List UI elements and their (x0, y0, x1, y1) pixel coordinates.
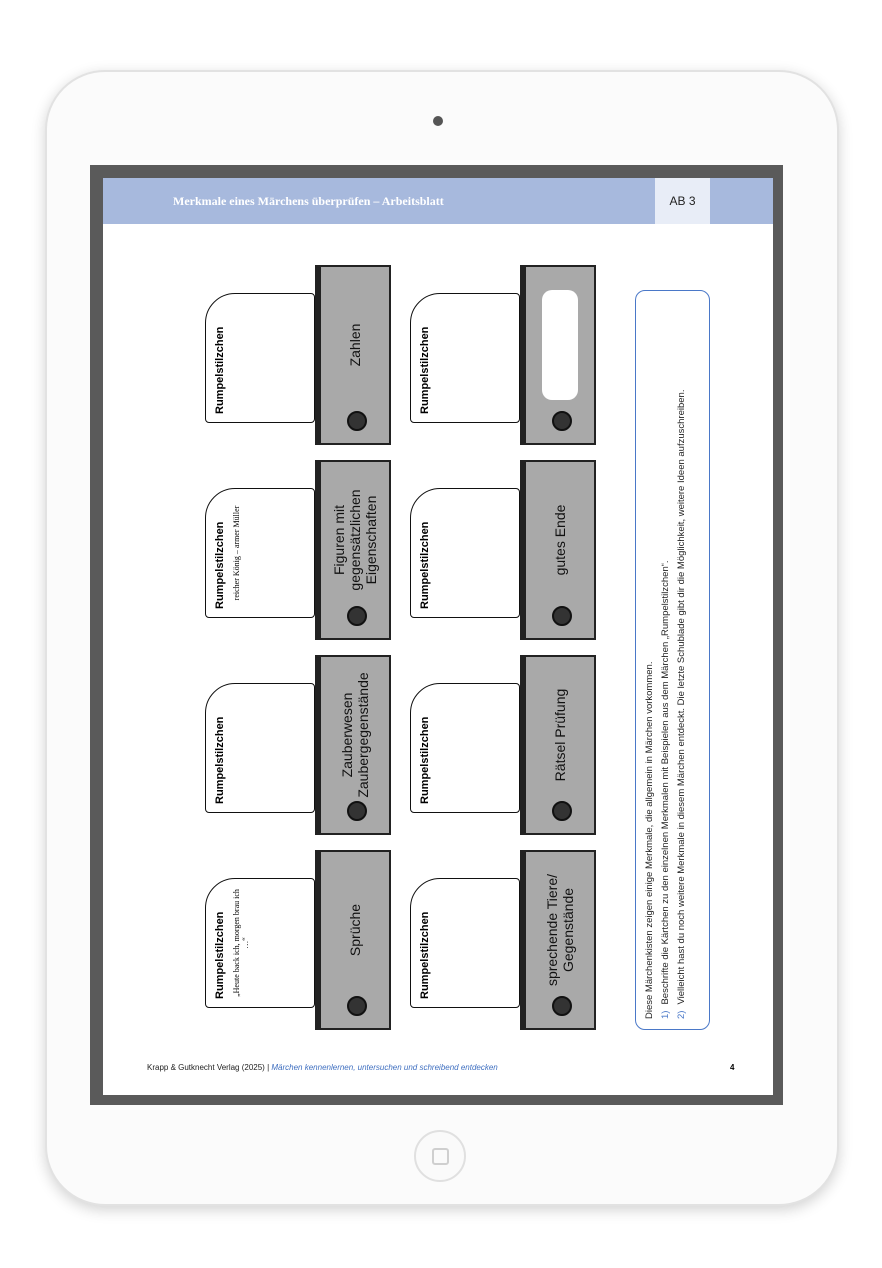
card-title: Rumpelstilzchen (419, 326, 431, 414)
page-number: 4 (730, 1063, 735, 1072)
card-title: Rumpelstilzchen (419, 911, 431, 999)
worksheet-content: Diese Märchenkisten zeigen einige Merkma… (103, 224, 773, 1050)
drawer-box: Figuren mit gegensätzlichen Eigenschafte… (315, 460, 391, 640)
drawer: Rumpelstilzchen Zauberwesen Zaubergegens… (205, 655, 405, 835)
instruction-step: 2)Vielleicht hast du noch weitere Merkma… (676, 389, 687, 1019)
knob-icon (347, 411, 367, 431)
knob-icon (347, 801, 367, 821)
knob-icon (347, 996, 367, 1016)
page-title: Merkmale eines Märchens überprüfen – Arb… (173, 194, 444, 208)
drawer: Rumpelstilzchen Rätsel Prüfung (410, 655, 610, 835)
drawer-box: Rätsel Prüfung (520, 655, 596, 835)
card-title: Rumpelstilzchen (214, 716, 226, 804)
card-example: reicher König – armer Müller (232, 505, 241, 601)
card-title: Rumpelstilzchen (214, 326, 226, 414)
card-title: Rumpelstilzchen (214, 521, 226, 609)
knob-icon (552, 411, 572, 431)
drawer-box: Zahlen (315, 265, 391, 445)
note-card: Rumpelstilzchen (410, 488, 520, 618)
drawer-box: Zauberwesen Zaubergegenstände (315, 655, 391, 835)
drawer-box: Sprüche (315, 850, 391, 1030)
home-icon (432, 1148, 449, 1165)
card-title: Rumpelstilzchen (419, 521, 431, 609)
drawer-box: gutes Ende (520, 460, 596, 640)
drawer-label: sprechende Tiere/ Gegenstände (544, 873, 576, 987)
drawer-label: Sprüche (347, 903, 363, 957)
card-title: Rumpelstilzchen (214, 911, 226, 999)
drawer-box (520, 265, 596, 445)
note-card: Rumpelstilzchen (410, 878, 520, 1008)
drawer-label: Zahlen (347, 323, 363, 367)
drawer: Rumpelstilzchen Zahlen (205, 265, 405, 445)
note-card: Rumpelstilzchen (205, 683, 315, 813)
header-bar: Merkmale eines Märchens überprüfen – Arb… (103, 178, 773, 224)
camera-icon (433, 116, 443, 126)
book-title: Märchen kennenlernen, untersuchen und sc… (271, 1063, 498, 1072)
card-title: Rumpelstilzchen (419, 716, 431, 804)
home-button[interactable] (414, 1130, 466, 1182)
footer-credit: Krapp & Gutknecht Verlag (2025) | Märche… (147, 1063, 498, 1072)
drawer: Rumpelstilzchen sprechende Tiere/ Gegens… (410, 850, 610, 1030)
instructions-intro: Diese Märchenkisten zeigen einige Merkma… (644, 661, 655, 1019)
drawer: Rumpelstilzchen reicher König – armer Mül… (205, 460, 405, 640)
instruction-step: 1)Beschrifte die Kärtchen zu den einzeln… (660, 560, 671, 1019)
drawer: Rumpelstilzchen gutes Ende (410, 460, 610, 640)
knob-icon (347, 606, 367, 626)
drawer: Rumpelstilzchen (410, 265, 610, 445)
drawer-label: Figuren mit gegensätzlichen Eigenschafte… (331, 489, 379, 591)
instructions-box: Diese Märchenkisten zeigen einige Merkma… (635, 290, 710, 1030)
drawer: Rumpelstilzchen „Heute back ich, morgen b… (205, 850, 405, 1030)
blank-label-slot[interactable] (542, 290, 578, 400)
note-card: Rumpelstilzchen (410, 293, 520, 423)
knob-icon (552, 801, 572, 821)
drawer-label: Rätsel Prüfung (552, 688, 568, 782)
worksheet-badge: AB 3 (655, 178, 710, 224)
knob-icon (552, 606, 572, 626)
note-card: Rumpelstilzchen „Heute back ich, morgen b… (205, 878, 315, 1008)
drawer-label: gutes Ende (552, 504, 568, 576)
note-card: Rumpelstilzchen (410, 683, 520, 813)
note-card: Rumpelstilzchen reicher König – armer Mül… (205, 488, 315, 618)
card-example: „Heute back ich, morgen brau ich …“ (232, 889, 250, 997)
knob-icon (552, 996, 572, 1016)
drawer-box: sprechende Tiere/ Gegenstände (520, 850, 596, 1030)
note-card: Rumpelstilzchen (205, 293, 315, 423)
drawer-label: Zauberwesen Zaubergegenstände (339, 672, 371, 798)
